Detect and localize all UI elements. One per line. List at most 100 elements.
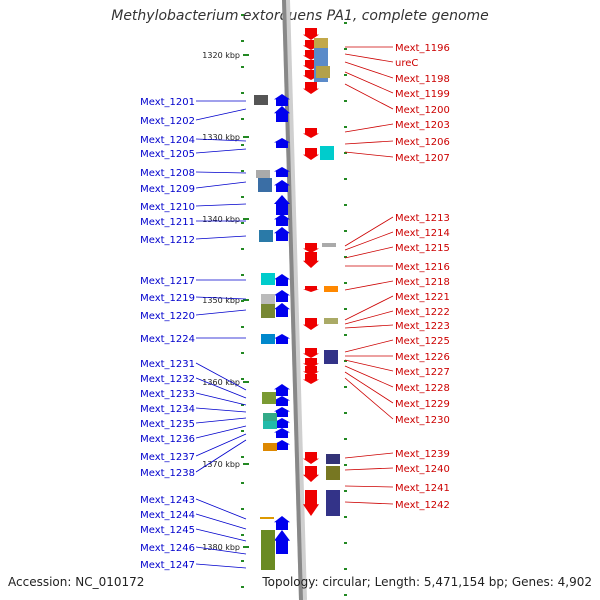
gene-label-left[interactable]: Mext_1234 bbox=[140, 404, 195, 415]
gene-label-left[interactable]: Mext_1233 bbox=[140, 389, 195, 400]
gene-label-left[interactable]: Mext_1245 bbox=[140, 525, 195, 536]
right-gene-arrow bbox=[303, 466, 319, 482]
gene-label-right[interactable]: Mext_1221 bbox=[395, 292, 450, 303]
gene-label-right[interactable]: Mext_1218 bbox=[395, 277, 450, 288]
tick-mark bbox=[344, 542, 347, 544]
gene-label-left[interactable]: Mext_1236 bbox=[140, 434, 195, 445]
gene-label-left[interactable]: Mext_1232 bbox=[140, 374, 195, 385]
tick-mark bbox=[241, 430, 244, 432]
gene-label-right[interactable]: ureC bbox=[395, 58, 418, 69]
leader-line bbox=[344, 123, 394, 133]
gene-label-left[interactable]: Mext_1220 bbox=[140, 311, 195, 322]
gene-label-right[interactable]: Mext_1215 bbox=[395, 243, 450, 254]
gene-label-right[interactable]: Mext_1196 bbox=[395, 43, 450, 54]
gene-label-right[interactable]: Mext_1241 bbox=[395, 483, 450, 494]
tick-mark bbox=[241, 274, 244, 276]
leader-line bbox=[344, 359, 394, 372]
leader-line bbox=[195, 439, 247, 473]
leader-line bbox=[344, 216, 394, 247]
gene-label-left[interactable]: Mext_1209 bbox=[140, 184, 195, 195]
leader-line bbox=[344, 140, 394, 145]
gene-label-right[interactable]: Mext_1226 bbox=[395, 352, 450, 363]
gene-label-right[interactable]: Mext_1240 bbox=[395, 464, 450, 475]
topology-text: Topology: circular; Length: 5,471,154 bp… bbox=[262, 575, 592, 589]
tick-mark bbox=[241, 92, 244, 94]
left-gene-box bbox=[258, 178, 272, 192]
gene-label-left[interactable]: Mext_1201 bbox=[140, 97, 195, 108]
gene-label-left[interactable]: Mext_1219 bbox=[140, 293, 195, 304]
right-gene-box bbox=[314, 38, 328, 48]
gene-label-left[interactable]: Mext_1205 bbox=[140, 149, 195, 160]
leader-line bbox=[344, 246, 394, 259]
gene-label-left[interactable]: Mext_1243 bbox=[140, 495, 195, 506]
leader-line bbox=[344, 485, 394, 488]
gene-label-right[interactable]: Mext_1203 bbox=[395, 120, 450, 131]
gene-label-left[interactable]: Mext_1217 bbox=[140, 276, 195, 287]
gene-label-right[interactable]: Mext_1200 bbox=[395, 105, 450, 116]
gene-label-left[interactable]: Mext_1235 bbox=[140, 419, 195, 430]
gene-label-left[interactable]: Mext_1246 bbox=[140, 543, 195, 554]
gene-label-right[interactable]: Mext_1213 bbox=[395, 213, 450, 224]
left-gene-arrow bbox=[274, 418, 290, 428]
gene-label-right[interactable]: Mext_1239 bbox=[395, 449, 450, 460]
tick-mark bbox=[241, 326, 244, 328]
gene-label-right[interactable]: Mext_1229 bbox=[395, 399, 450, 410]
gene-label-left[interactable]: Mext_1247 bbox=[140, 560, 195, 571]
scale-label: 1340 kbp bbox=[202, 215, 240, 224]
gene-label-right[interactable]: Mext_1225 bbox=[395, 336, 450, 347]
tick-mark bbox=[241, 14, 244, 16]
gene-label-left[interactable]: Mext_1238 bbox=[140, 468, 195, 479]
left-gene-box bbox=[261, 304, 275, 318]
leader-line bbox=[195, 108, 247, 121]
gene-label-left[interactable]: Mext_1212 bbox=[140, 235, 195, 246]
left-gene-box bbox=[263, 443, 277, 451]
tick-mark bbox=[241, 352, 244, 354]
tick-mark bbox=[344, 230, 347, 232]
gene-label-left[interactable]: Mext_1237 bbox=[140, 452, 195, 463]
gene-label-right[interactable]: Mext_1214 bbox=[395, 228, 450, 239]
gene-label-right[interactable]: Mext_1199 bbox=[395, 89, 450, 100]
leader-line bbox=[344, 339, 394, 353]
gene-label-right[interactable]: Mext_1206 bbox=[395, 137, 450, 148]
left-gene-box bbox=[263, 421, 277, 429]
gene-label-left[interactable]: Mext_1208 bbox=[140, 168, 195, 179]
tick-mark bbox=[344, 126, 347, 128]
gene-label-right[interactable]: Mext_1242 bbox=[395, 500, 450, 511]
tick-mark bbox=[344, 412, 347, 414]
right-gene-arrow bbox=[303, 374, 319, 384]
left-gene-box bbox=[262, 392, 276, 404]
gene-label-right[interactable]: Mext_1216 bbox=[395, 262, 450, 273]
tick-mark bbox=[241, 300, 244, 302]
gene-label-right[interactable]: Mext_1223 bbox=[395, 321, 450, 332]
scale-tick bbox=[243, 54, 249, 56]
gene-label-right[interactable]: Mext_1227 bbox=[395, 367, 450, 378]
gene-label-left[interactable]: Mext_1202 bbox=[140, 116, 195, 127]
right-gene-arrow bbox=[303, 348, 319, 358]
gene-label-left[interactable]: Mext_1231 bbox=[140, 359, 195, 370]
accession-text: Accession: NC_010172 bbox=[8, 575, 145, 589]
leader-line bbox=[195, 203, 247, 207]
gene-label-left[interactable]: Mext_1211 bbox=[140, 217, 195, 228]
gene-label-right[interactable]: Mext_1228 bbox=[395, 383, 450, 394]
left-gene-arrow bbox=[274, 214, 290, 226]
left-gene-arrow bbox=[274, 334, 290, 344]
gene-label-right[interactable]: Mext_1230 bbox=[395, 415, 450, 426]
gene-label-left[interactable]: Mext_1224 bbox=[140, 334, 195, 345]
leader-line bbox=[344, 501, 394, 505]
tick-mark bbox=[241, 534, 244, 536]
gene-label-left[interactable]: Mext_1210 bbox=[140, 202, 195, 213]
right-gene-arrow bbox=[303, 318, 319, 330]
gene-label-right[interactable]: Mext_1198 bbox=[395, 74, 450, 85]
gene-label-left[interactable]: Mext_1204 bbox=[140, 135, 195, 146]
gene-label-right[interactable]: Mext_1222 bbox=[395, 307, 450, 318]
right-gene-box bbox=[326, 466, 340, 480]
gene-label-right[interactable]: Mext_1207 bbox=[395, 153, 450, 164]
tick-mark bbox=[344, 256, 347, 258]
leader-line bbox=[195, 181, 247, 189]
scale-label: 1380 kbp bbox=[202, 543, 240, 552]
scale-label: 1350 kbp bbox=[202, 296, 240, 305]
gene-label-left[interactable]: Mext_1244 bbox=[140, 510, 195, 521]
right-gene-box bbox=[324, 350, 338, 364]
